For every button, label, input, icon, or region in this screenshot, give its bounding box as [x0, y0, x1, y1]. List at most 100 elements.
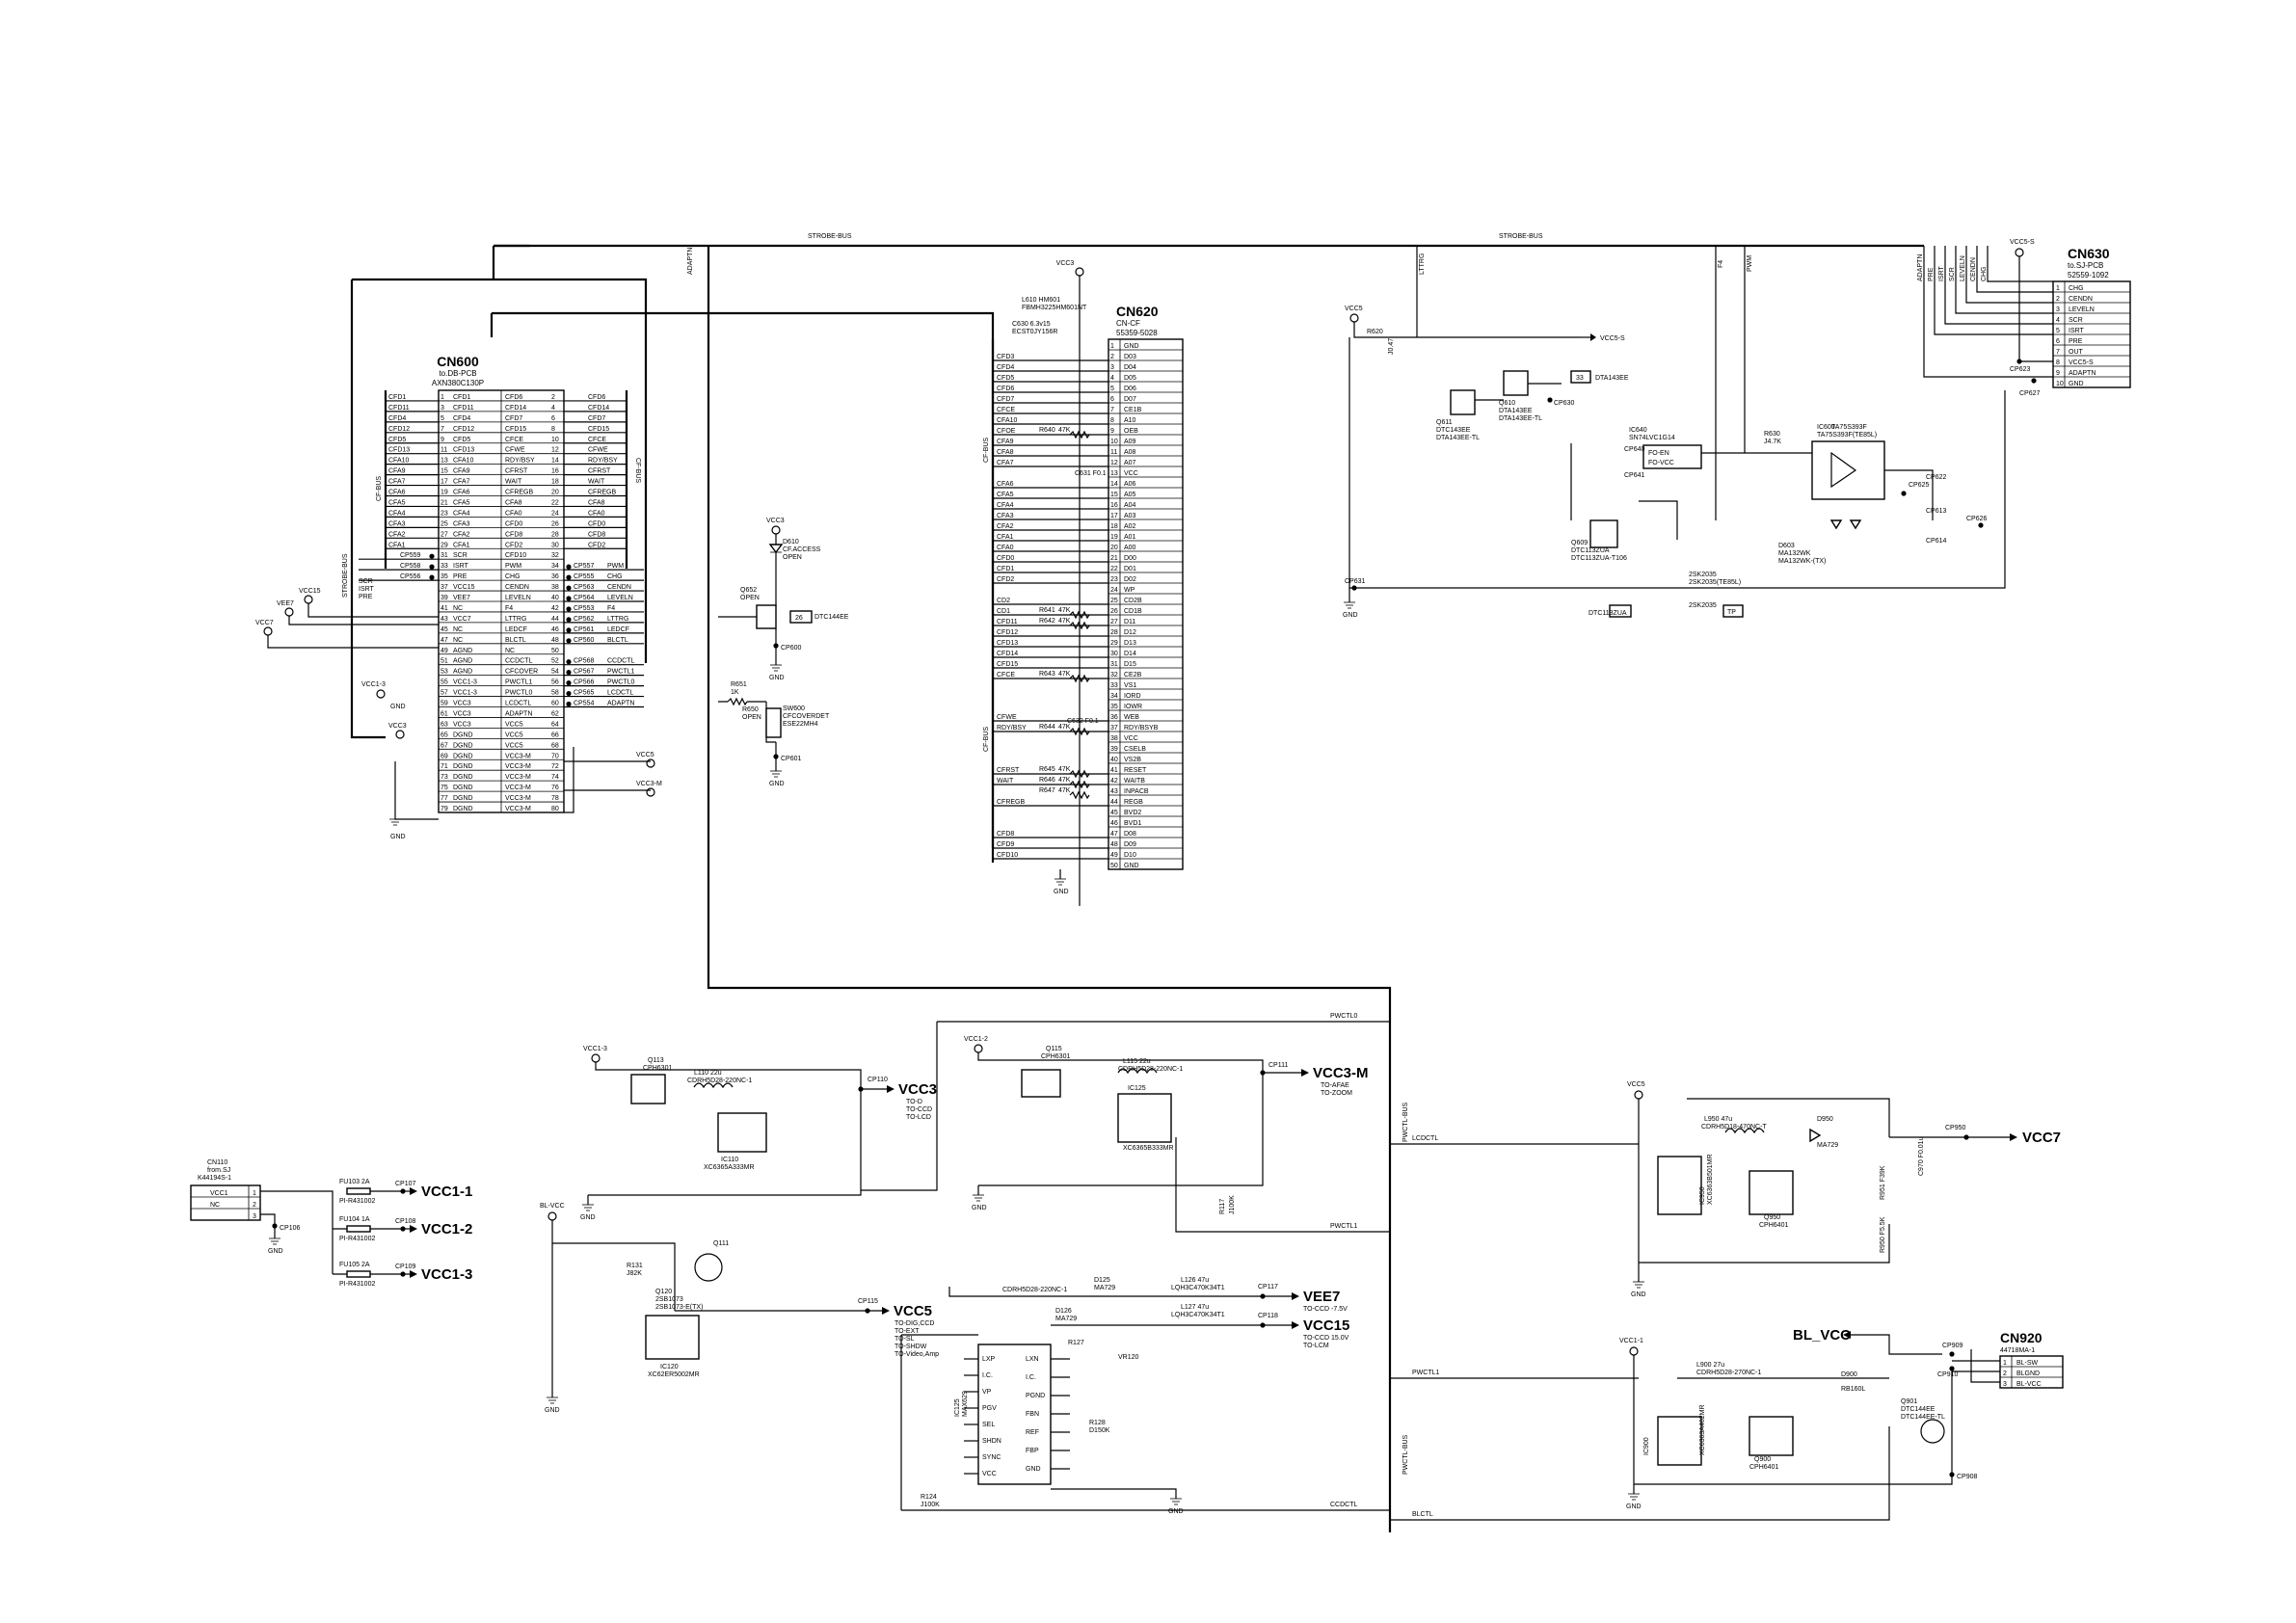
vcc7-gnd: GND [1631, 1291, 1646, 1298]
l115-ref: L115 22u [1123, 1058, 1151, 1065]
r117-val: J100K [1229, 1195, 1236, 1214]
cn620-res-ref: R643 [1039, 671, 1055, 678]
cn630-pin-name: OUT [2069, 349, 2084, 356]
c632-ref: C632 F0.1 [1067, 718, 1099, 725]
cp626-label: CP626 [1966, 516, 1988, 522]
cn600-right-inputs: CFD6CFD14CFD7CFD15CFCECFWERDY/BSYCFRSTWA… [564, 394, 627, 549]
cn620-pin-num: 6 [1110, 396, 1114, 403]
cn620-left-nets: CFD3CFD4CFD5CFD6CFD7CFCECFA10CFOECFA9CFA… [993, 354, 1108, 860]
vcc3-sub1: TO-D [906, 1099, 922, 1105]
cn620-pin-name: D00 [1124, 555, 1136, 562]
vcc3m-in: VCC1-2 [964, 1036, 988, 1043]
q610-ref: Q610 [1499, 400, 1515, 407]
r630-val: J4.7K [1764, 439, 1781, 445]
cn620-left-net: RDY/BSY [997, 725, 1027, 732]
d610-part: OPEN [783, 554, 802, 561]
cn600-pin-num-left: 53 [441, 669, 448, 676]
cn600-pin-num-right: 8 [551, 426, 555, 433]
cn620-pin-name: WAITB [1124, 778, 1145, 785]
vcc5-dest: TO-EXT [894, 1328, 920, 1335]
cn620-res-ref: R647 [1039, 787, 1055, 794]
cn620-pin-name: A01 [1124, 534, 1136, 541]
r630-ref: R630 [1764, 431, 1780, 438]
d900-ref: D900 [1841, 1371, 1857, 1378]
cn600-pin-num-left: 43 [441, 616, 448, 623]
cn600-pin-num-right: 20 [551, 490, 559, 496]
cn630-to: to.SJ-PCB [2068, 261, 2103, 270]
r124-val: J100K [921, 1502, 940, 1508]
cn620-left-net: CFD10 [997, 852, 1018, 859]
cn620-pin-num: 47 [1110, 831, 1118, 838]
cn600-pin-num-right: 48 [551, 637, 559, 644]
cn620-left-net: CFA2 [997, 523, 1014, 530]
cn630-pin-num: 4 [2056, 317, 2060, 324]
cn620-pin-num: 27 [1110, 619, 1118, 625]
cn620-pin-name: D09 [1124, 841, 1136, 848]
cp600-label: CP600 [781, 645, 802, 652]
cn600-pin-num-right: 32 [551, 552, 559, 559]
cn600-pin-name-right: ADAPTN [505, 710, 532, 717]
cn600-pin-name-left: DGND [453, 806, 473, 812]
cn620-left-net: CFA5 [997, 492, 1014, 498]
cn620-pin-name: REGB [1124, 799, 1143, 806]
ic950-ref: IC950 [1699, 1186, 1706, 1205]
cn600-right-cp: CP564 [574, 595, 595, 601]
cn600-pin-name-left: NC [453, 626, 463, 633]
l126-part: LQH3C470K34T1 [1171, 1285, 1225, 1291]
cn600-pin-num-right: 64 [551, 721, 559, 728]
cn620-left-net: CFA3 [997, 513, 1014, 519]
r131-ref: R131 [627, 1263, 643, 1269]
cn600-pin-num-left: 7 [441, 426, 444, 433]
cn600-pin-name-left: DGND [453, 763, 473, 770]
r131-val: J82K [627, 1270, 642, 1277]
cn600-right-sig: F4 [607, 605, 615, 612]
cn600-pin-num-left: 73 [441, 774, 448, 781]
pgate-gnd: GND [1343, 612, 1358, 619]
q901-b: DTC144EE-TL [1901, 1414, 1945, 1421]
cn110-part: K44194S-1 [198, 1175, 231, 1182]
cn620-left-net: CFD3 [997, 354, 1014, 360]
cn620-left-net: WAIT [997, 778, 1014, 785]
q900-ref: Q900 [1754, 1456, 1771, 1463]
cn600-right-cp: CP554 [574, 701, 595, 707]
q609-b: DTC113ZUA-T106 [1571, 555, 1627, 562]
vcc1-3-label: VCC1-3 [361, 681, 386, 688]
cn600-right-cp-dot [566, 680, 572, 686]
cn600-pin-num-right: 60 [551, 701, 559, 707]
cn630-vcc: VCC5-S [2010, 239, 2035, 246]
cn620-resistor [1069, 790, 1090, 800]
cn630-pin-num: 6 [2056, 338, 2060, 345]
fuse-net: VCC1-3 [421, 1266, 472, 1283]
cn600-pin-name-right: CFREGB [505, 490, 534, 496]
cn600-bus-right: CF-BUS [634, 458, 641, 483]
cn600-pin-num-left: 55 [441, 679, 448, 686]
cn600-pin-num-left: 49 [441, 648, 448, 654]
cn620-res-val: 47K [1058, 766, 1071, 773]
cn600-right-cp-dot [566, 574, 572, 580]
cn600-pin-name-left: DGND [453, 774, 473, 781]
max629-body [977, 1344, 1052, 1485]
q120-ref: Q120 [655, 1289, 672, 1295]
cn600-pin-name-left: CFD4 [453, 415, 470, 422]
cn620-pin-name: A08 [1124, 449, 1136, 456]
cn620-res-val: 47K [1058, 671, 1071, 678]
cn600-pin-name-right: VCC3-M [505, 763, 531, 770]
cn630-pin-name: PRE [2069, 338, 2083, 345]
ic600-ref: IC600 [1817, 424, 1835, 431]
cn620-pin-num: 16 [1110, 502, 1118, 509]
cp910-label: CP910 [1937, 1371, 1959, 1378]
cp117-label: CP117 [1258, 1284, 1278, 1290]
vcc5-regulator-block: BL-VCC Q111 R131 J82K Q120 2SB1073 2SB10… [540, 1203, 939, 1414]
q611-ref: Q611 [1436, 419, 1453, 426]
cn600-pin-num-left: 27 [441, 531, 448, 538]
cn620-pin-num: 7 [1110, 407, 1114, 413]
cn600-pin-num-left: 29 [441, 542, 448, 548]
cn630-bus-wire [1934, 246, 2053, 335]
cn620-resistor [1069, 610, 1090, 620]
vcc3m-sub2: TO-ZOOM [1321, 1090, 1352, 1097]
cn110-n3: 3 [253, 1213, 256, 1220]
cn620-pin-name: GND [1124, 343, 1139, 350]
cn600-bus-left: CF-BUS [376, 476, 383, 501]
d900-val: RB160L [1841, 1386, 1865, 1393]
cp950-label: CP950 [1945, 1125, 1966, 1131]
